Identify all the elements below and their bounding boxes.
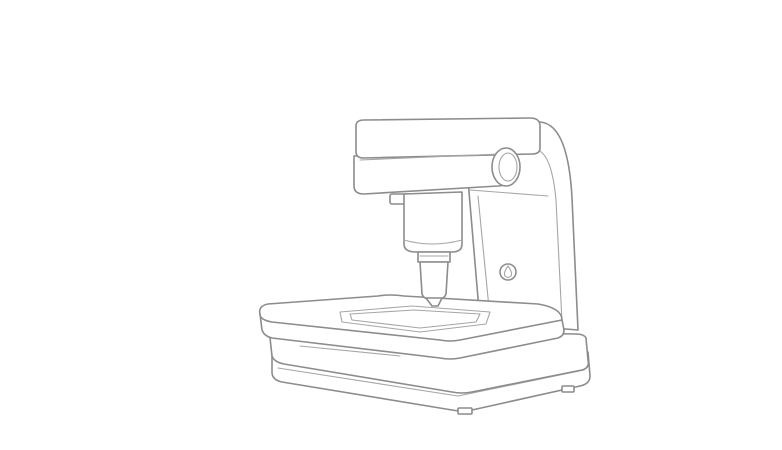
objective-lens bbox=[403, 191, 463, 307]
drop-icon bbox=[499, 263, 517, 281]
microscope-head bbox=[353, 117, 541, 195]
microscope-stage bbox=[258, 294, 565, 360]
focus-knob-icon bbox=[491, 147, 521, 187]
